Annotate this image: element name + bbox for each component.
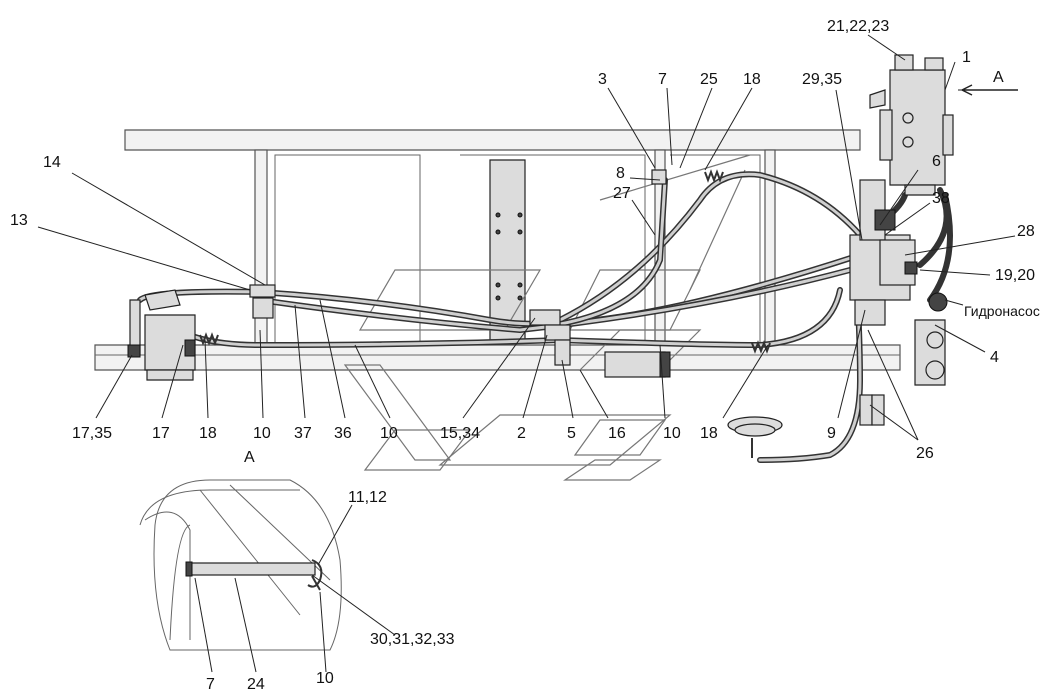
label-4: 4 [990,349,999,366]
label-14: 14 [43,154,61,171]
label-10-a: 10 [253,425,271,442]
view-a-detail [139,479,342,651]
spring-guards [199,169,771,354]
filter-16 [604,351,671,378]
distributor-block [849,179,918,426]
label-13: 13 [10,212,28,229]
label-16: 16 [608,425,626,442]
label-38: 38 [932,190,950,207]
clamps [249,169,667,366]
label-24: 24 [247,676,265,693]
label-8: 8 [616,165,625,182]
label-25: 25 [700,71,718,88]
label-11-12: 11,12 [348,489,387,506]
leader-lines [37,34,1018,673]
label-26: 26 [916,445,934,462]
view-a-arrow [961,84,1018,96]
label-28: 28 [1017,223,1035,240]
label-7-top: 7 [658,71,667,88]
label-view-a: А [244,449,255,466]
label-30-33: 30,31,32,33 [370,631,455,648]
bottom-valve [727,416,783,458]
label-15-34: 15,34 [440,425,480,442]
label-9: 9 [827,425,836,442]
label-3: 3 [598,71,607,88]
label-7-bottom: 7 [206,676,215,693]
label-hydraulic-pump: Гидронасос [964,303,1040,319]
label-a-top: А [993,69,1004,86]
label-18-right: 18 [700,425,718,442]
label-18-left: 18 [199,425,217,442]
label-1: 1 [962,49,971,66]
label-6: 6 [932,153,941,170]
label-10-b: 10 [380,425,398,442]
hydraulic-pump [914,292,948,386]
label-18-top: 18 [743,71,761,88]
label-5: 5 [567,425,576,442]
label-36: 36 [334,425,352,442]
label-17-35: 17,35 [72,425,112,442]
label-10-bottom: 10 [316,670,334,687]
label-29-35: 29,35 [802,71,842,88]
label-17: 17 [152,425,170,442]
label-37: 37 [294,425,312,442]
part-labels: 21,22,23 1 А 3 7 25 18 29,35 6 8 27 38 1… [10,18,1040,693]
oil-tank [869,54,954,196]
floor-outline [343,154,751,481]
left-valve-assembly [127,289,196,381]
label-27: 27 [613,185,631,202]
central-bracket [489,159,526,341]
label-19-20: 19,20 [995,267,1035,284]
label-10-c: 10 [663,425,681,442]
label-21-22-23: 21,22,23 [827,18,889,35]
label-2: 2 [517,425,526,442]
